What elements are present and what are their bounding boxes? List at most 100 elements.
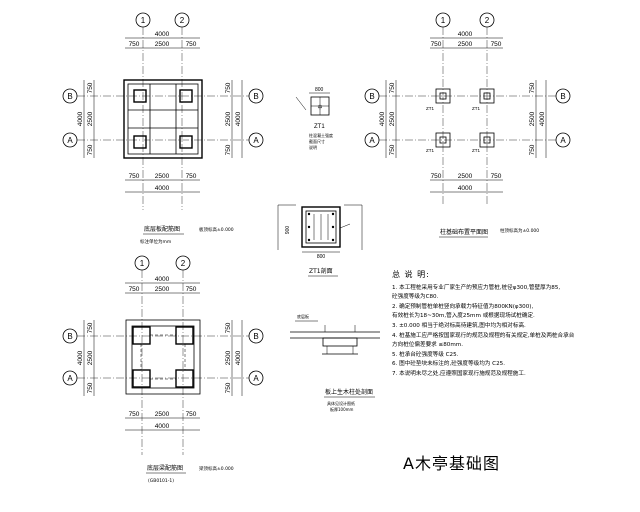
note-line: 有效桩长为18~30m,管入度25mm 或根据现场试桩确定. [392,313,535,320]
note-line: 3. ±0.000 相当于绝对标高待建筑,图中均为相对标高. [392,322,526,329]
svg-text:2500: 2500 [458,173,473,180]
svg-text:2500: 2500 [458,41,473,48]
svg-text:说明: 说明 [309,144,317,150]
svg-text:800: 800 [315,87,324,93]
svg-text:900: 900 [285,226,291,235]
svg-text:750: 750 [186,173,197,180]
svg-text:750: 750 [87,82,94,93]
col-tag-4: ZT1 [472,148,480,153]
plan1-title: 底层板配筋图 [144,225,180,233]
svg-text:B: B [253,332,258,341]
svg-text:4000: 4000 [235,111,242,126]
note-line: 1. 本工程桩采用专业厂家生产的预应力管桩,桩径φ300,管壁厚为85, [392,284,561,291]
svg-text:800: 800 [317,254,326,260]
axis-a-label-right: A [253,136,259,145]
svg-text:A: A [253,374,259,383]
svg-text:4000: 4000 [155,423,170,430]
svg-text:2500: 2500 [87,111,94,126]
beam-reinforcement-plan: 1 2 4000 750 2500 750 B A B A 4000 750 2… [62,255,264,484]
note-line: 砼强度等级为C80. [392,294,439,301]
svg-text:4000: 4000 [539,111,546,126]
general-notes: 总 说 明: 1. 本工程桩采用专业厂家生产的预应力管桩,桩径φ300,管壁厚为… [392,270,632,380]
svg-text:2: 2 [485,16,490,25]
axis-b-label: B [67,92,72,101]
plan3-title: 底层梁配筋图 [147,464,183,472]
svg-text:750: 750 [225,144,232,155]
note-line: 4. 桩基施工应严格按国家现行的规范及规程的有关规定,单桩及两桩合承台 [392,332,575,339]
svg-text:750: 750 [129,411,140,418]
notes-title: 总 说 明: [392,270,430,279]
plan1-note: 板顶标高±0.000 [199,226,234,233]
svg-text:2500: 2500 [155,173,170,180]
note-line: 7. 本说明未尽之处,应遵照国家现行施规范及规程施工. [392,370,526,377]
column-foundation-plan: 1 2 4000 750 2500 750 B A B A 4000 750 2… [364,12,571,238]
svg-text:2500: 2500 [155,286,170,293]
svg-text:1: 1 [140,259,145,268]
note-line: 方向桩位偏差要求 ≤80mm. [392,342,464,349]
svg-text:板厚100mm: 板厚100mm [330,406,354,412]
plan3-note: 梁顶标高±0.000 [199,465,234,472]
svg-text:750: 750 [87,144,94,155]
svg-text:4000: 4000 [155,276,170,283]
note-line: 2. 确定预制管桩单桩竖向承载力特征值为800KN(φ300), [392,303,534,310]
plan1-subtitle: 标注单位为mm [140,238,171,245]
svg-text:1: 1 [441,16,446,25]
drawing-title: A木亭基础图 [403,454,500,473]
svg-text:750: 750 [129,173,140,180]
svg-text:2500: 2500 [225,111,232,126]
plan2-note: 柱顶标高为±0.000 [500,227,539,234]
svg-text:750: 750 [225,322,232,333]
col-tag-3: ZT1 [426,148,434,153]
svg-text:A: A [369,136,375,145]
svg-text:2500: 2500 [225,350,232,365]
svg-text:截面尺寸: 截面尺寸 [309,138,325,144]
svg-text:4000: 4000 [155,185,170,192]
svg-text:750: 750 [491,173,502,180]
svg-text:4000: 4000 [458,185,473,192]
svg-text:750: 750 [186,286,197,293]
svg-text:2500: 2500 [529,111,536,126]
col-tag-2: ZT1 [472,106,480,111]
dim-right: 750 [186,41,197,48]
svg-text:B: B [67,332,72,341]
svg-text:A: A [560,136,566,145]
note-line: 5. 桩承台砼强度等级 C25. [392,351,459,358]
zt1-label: ZT1 [314,124,325,130]
svg-text:750: 750 [186,411,197,418]
svg-text:750: 750 [389,82,396,93]
svg-text:2500: 2500 [87,350,94,365]
svg-text:4000: 4000 [458,31,473,38]
slab-reinforcement-plan: 1 2 4000 750 2500 750 B A B A 4000 750 2… [62,12,264,245]
axis-a-label: A [67,136,73,145]
svg-text:具体见设计图纸: 具体见设计图纸 [327,400,355,406]
dim-left: 750 [129,41,140,48]
svg-text:750: 750 [225,382,232,393]
slab-joint-label: 板上生木柱处剖面 [325,388,373,396]
plan3-subtitle: (GB0101-1) [148,478,174,484]
svg-text:750: 750 [529,144,536,155]
svg-text:750: 750 [431,41,442,48]
svg-text:2: 2 [181,259,186,268]
svg-text:750: 750 [87,382,94,393]
svg-text:750: 750 [129,286,140,293]
axis-1-label: 1 [141,16,146,25]
dim-height: 4000 [77,111,84,126]
svg-text:4000: 4000 [235,350,242,365]
svg-text:750: 750 [87,322,94,333]
zt1-section-detail: 900 800 ZT1剖面 [277,204,363,277]
svg-text:A: A [67,374,73,383]
dim-width: 4000 [155,31,170,38]
svg-text:B: B [369,92,374,101]
note-line: 6. 图中砼垫块未标注的,砼强度等级均为 C25. [392,361,505,368]
svg-text:B: B [560,92,565,101]
svg-text:2500: 2500 [155,411,170,418]
svg-text:柱混凝土强度: 柱混凝土强度 [309,132,333,138]
plan2-title: 柱基础布置平面图 [440,228,488,236]
col-tag-1: ZT1 [426,106,434,111]
svg-text:750: 750 [225,82,232,93]
svg-text:4000: 4000 [379,111,386,126]
zt1-section-label: ZT1剖面 [309,267,333,275]
svg-text:750: 750 [431,173,442,180]
col-center-mark: 中 [317,104,322,111]
